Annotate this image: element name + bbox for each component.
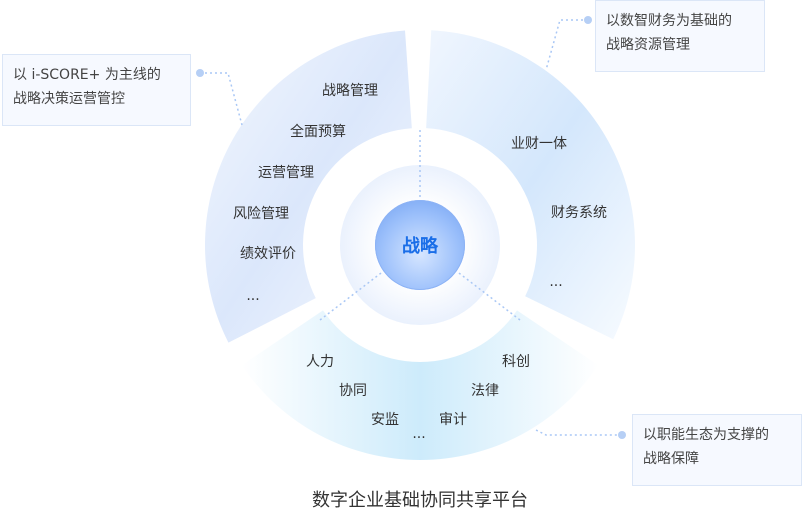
bottom-item: 安监 (371, 412, 399, 428)
platform-title: 数字企业基础协同共享平台 (312, 490, 528, 511)
right-item: 业财一体 (511, 136, 567, 152)
note-right-line: 战略资源管理 (606, 37, 690, 53)
note-left-line: 战略决策运营管控 (13, 91, 125, 107)
note-bottom-line: 以职能生态为支撑的 (643, 427, 769, 443)
segment-right (426, 30, 635, 340)
bottom-item: 协同 (339, 383, 367, 399)
left-item: 绩效评价 (240, 246, 296, 262)
left-item: 风险管理 (233, 206, 289, 222)
note-bottom: 以职能生态为支撑的 战略保障 (632, 414, 802, 486)
connector-right (545, 19, 588, 71)
right-item: 财务系统 (551, 205, 607, 221)
right-item: ... (549, 274, 563, 290)
left-item: 战略管理 (322, 83, 378, 99)
dot-bottom (618, 431, 626, 439)
connector-left (200, 72, 243, 126)
center-label: 战略 (402, 236, 438, 257)
left-item: 运营管理 (258, 165, 314, 181)
dot-left (196, 69, 204, 77)
left-item: ... (246, 288, 260, 304)
note-left: 以 i-SCORE+ 为主线的 战略决策运营管控 (2, 54, 191, 126)
dot-right (584, 16, 592, 24)
bottom-item: ... (412, 426, 426, 442)
segment-left (205, 30, 412, 343)
connector-bottom (535, 429, 622, 436)
bottom-item: 科创 (502, 354, 530, 370)
bottom-item: 审计 (439, 412, 467, 428)
note-right: 以数智财务为基础的 战略资源管理 (595, 0, 765, 72)
center-strategy-node: 战略 (375, 200, 465, 290)
note-left-line: 以 i-SCORE+ 为主线的 (13, 67, 161, 83)
bottom-item: 法律 (471, 383, 499, 399)
note-right-line: 以数智财务为基础的 (606, 13, 732, 29)
note-bottom-line: 战略保障 (643, 451, 699, 467)
bottom-item: 人力 (306, 354, 334, 370)
segment-bottom (241, 310, 599, 460)
connector-lines (200, 19, 622, 436)
left-item: 全面预算 (290, 124, 346, 140)
